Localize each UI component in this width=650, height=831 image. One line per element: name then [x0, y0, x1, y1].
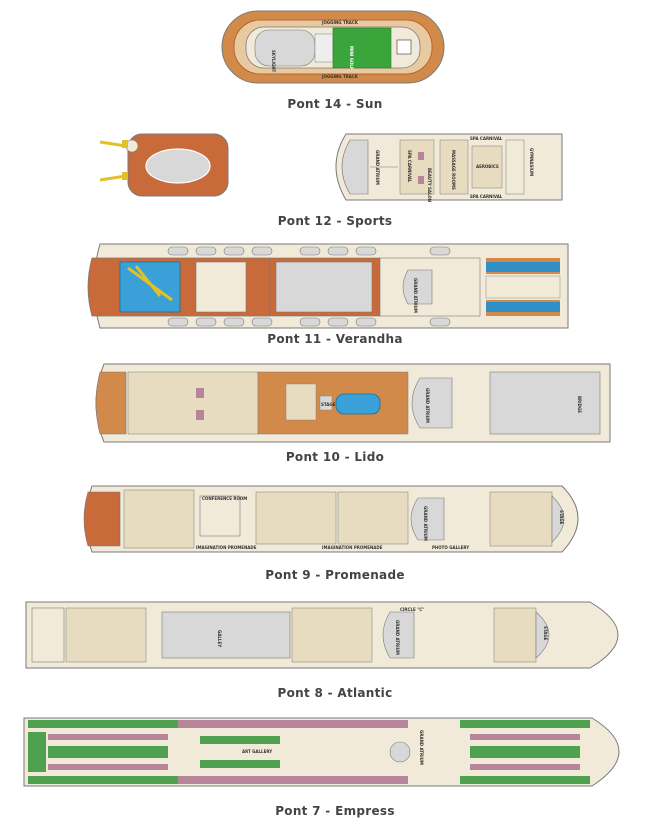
massage-rooms-label: MASSAGE ROOMS	[451, 150, 456, 190]
skylight-label: SKYLIGHT	[271, 50, 276, 73]
circle-c-label: CIRCLE "C"	[400, 607, 424, 612]
deck-8-plan: GALLEY GRAND ATRIUM CIRCLE "C" STAGE	[25, 601, 619, 669]
grand-atrium-8-label: GRAND ATRIUM	[395, 620, 400, 655]
deck-7-caption: Pont 7 - Empress	[275, 804, 395, 818]
photo-gallery-label: PHOTO GALLERY	[432, 545, 469, 550]
deck-11-plan: GRAND ATRIUM	[87, 243, 569, 329]
jogging-track-bottom-label: JOGGING TRACK	[321, 74, 359, 79]
art-gallery-label: ART GALLERY	[242, 749, 272, 754]
deck-7-plan: ART GALLERY GRAND ATRIUM	[23, 717, 620, 787]
deck-14-plan: JOGGING TRACK JOGGING TRACK SKYLIGHT MIN…	[221, 10, 445, 84]
mini-golf-label: MINI GOLF	[349, 46, 354, 70]
deck-10-caption: Pont 10 - Lido	[286, 450, 384, 464]
promenade-left-label: IMAGINATION PROMENADE	[196, 545, 257, 550]
beauty-salon-label: BEAUTY SALON	[427, 168, 432, 202]
spa-carnival-mid-label: SPA CARNIVAL	[407, 150, 412, 183]
grand-atrium-7-label: GRAND ATRIUM	[419, 730, 424, 765]
deck-12-caption: Pont 12 - Sports	[278, 214, 393, 228]
deck-12-spa-plan: SPA CARNIVAL SPA CARNIVAL SPA CARNIVAL G…	[335, 133, 563, 202]
deck-11-caption: Pont 11 - Verandha	[267, 332, 403, 346]
deck-8-caption: Pont 8 - Atlantic	[277, 686, 392, 700]
stage-8-label: STAGE	[543, 626, 548, 641]
promenade-right-label: IMAGINATION PROMENADE	[322, 545, 383, 550]
spa-carnival-bottom-label: SPA CARNIVAL	[470, 194, 503, 199]
galley-label: GALLEY	[217, 630, 222, 647]
grand-atrium-12-label: GRAND ATRIUM	[375, 150, 380, 185]
grand-atrium-11-label: GRAND ATRIUM	[413, 278, 418, 313]
gymnasium-label: GYMNASIUM	[529, 148, 534, 176]
spa-carnival-top-label: SPA CARNIVAL	[470, 136, 503, 141]
bridge-label: BRIDGE	[577, 396, 582, 413]
jogging-track-top-label: JOGGING TRACK	[321, 20, 359, 25]
stage-9-label: STAGE	[559, 510, 564, 525]
deck-10-plan: STAGE GRAND ATRIUM BRIDGE	[95, 363, 611, 443]
conference-room-label: CONFERENCE ROOM	[202, 496, 247, 501]
grand-atrium-10-label: GRAND ATRIUM	[425, 388, 430, 423]
grand-atrium-9-label: GRAND ATRIUM	[423, 506, 428, 541]
deck-12-sports-court	[99, 133, 229, 197]
stage-10-label: STAGE	[321, 402, 336, 407]
aerobics-label: AEROBICS	[476, 164, 499, 169]
deck-9-caption: Pont 9 - Promenade	[265, 568, 405, 582]
deck-14-caption: Pont 14 - Sun	[287, 97, 382, 111]
deck-9-plan: CONFERENCE ROOM IMAGINATION PROMENADE IM…	[83, 485, 579, 553]
